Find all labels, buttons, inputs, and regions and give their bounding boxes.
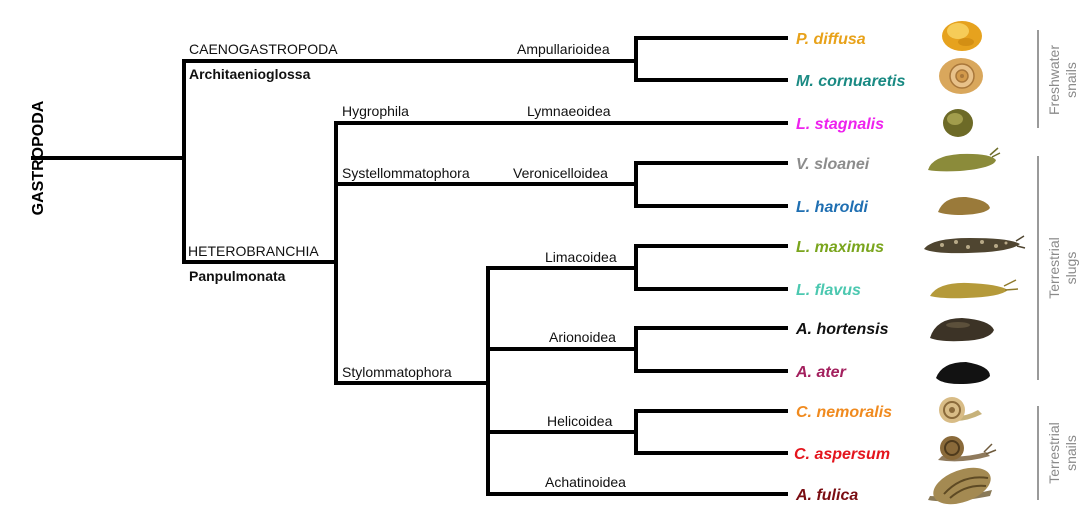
species-label: L. stagnalis [796, 116, 884, 133]
specimen-photos [924, 21, 1025, 506]
species-label: A. hortensis [795, 321, 889, 338]
species-label: C. nemoralis [796, 404, 892, 421]
slug-black-icon [936, 362, 990, 384]
label-veronicelloidea: Veronicelloidea [513, 165, 608, 181]
slug-yellow-icon [930, 280, 1018, 298]
label-hygrophila: Hygrophila [342, 103, 409, 119]
species-labels: P. diffusa M. cornuaretis L. stagnalis V… [794, 31, 905, 504]
label-lymnaeoidea: Lymnaeoidea [527, 103, 611, 119]
snail-shell-yellow-icon [942, 21, 982, 51]
freshwater-group-label: Freshwater [1046, 45, 1062, 115]
label-ampullarioidea: Ampullarioidea [517, 41, 610, 57]
label-stylommatophora: Stylommatophora [342, 364, 452, 380]
label-architaenioglossa: Architaenioglossa [189, 66, 311, 82]
slug-dark-icon [930, 318, 994, 341]
label-arionoidea: Arionoidea [549, 329, 616, 345]
species-label: A. ater [795, 364, 847, 381]
species-label: V. sloanei [796, 156, 870, 173]
snail-banded-icon [939, 397, 982, 423]
species-label: M. cornuaretis [796, 73, 905, 90]
label-achatinoidea: Achatinoidea [545, 474, 626, 490]
snail-shell-round-icon [943, 109, 973, 137]
label-limacoidea: Limacoidea [545, 249, 617, 265]
slug-icon [938, 197, 990, 215]
snail-shell-coiled-icon [939, 58, 983, 94]
species-label: L. haroldi [796, 199, 869, 216]
terrestrial-snails-group-label-2: snails [1063, 435, 1079, 471]
label-systellommatophora: Systellommatophora [342, 165, 470, 181]
slug-icon [928, 148, 1000, 171]
terrestrial-snails-group-label: Terrestrial [1046, 422, 1062, 483]
root-label: GASTROPODA [30, 100, 47, 215]
slug-spotted-icon [924, 236, 1025, 253]
freshwater-group-label-2: snails [1063, 62, 1079, 98]
snail-brown-icon [938, 436, 996, 461]
terrestrial-slugs-group-label-2: slugs [1063, 252, 1079, 285]
label-helicoidea: Helicoidea [547, 413, 613, 429]
label-panpulmonata: Panpulmonata [189, 268, 286, 284]
species-label: L. flavus [796, 282, 861, 299]
tree-branches [33, 38, 786, 494]
label-heterobranchia: HETEROBRANCHIA [188, 243, 319, 259]
snail-large-icon [928, 461, 996, 506]
species-label: A. fulica [795, 487, 858, 504]
group-labels: Freshwater snails Terrestrial slugs Terr… [1046, 45, 1079, 484]
species-label: P. diffusa [796, 31, 866, 48]
label-caenogastropoda: CAENOGASTROPODA [189, 41, 338, 57]
terrestrial-slugs-group-label: Terrestrial [1046, 237, 1062, 298]
species-label: L. maximus [796, 239, 884, 256]
species-label: C. aspersum [794, 446, 890, 463]
